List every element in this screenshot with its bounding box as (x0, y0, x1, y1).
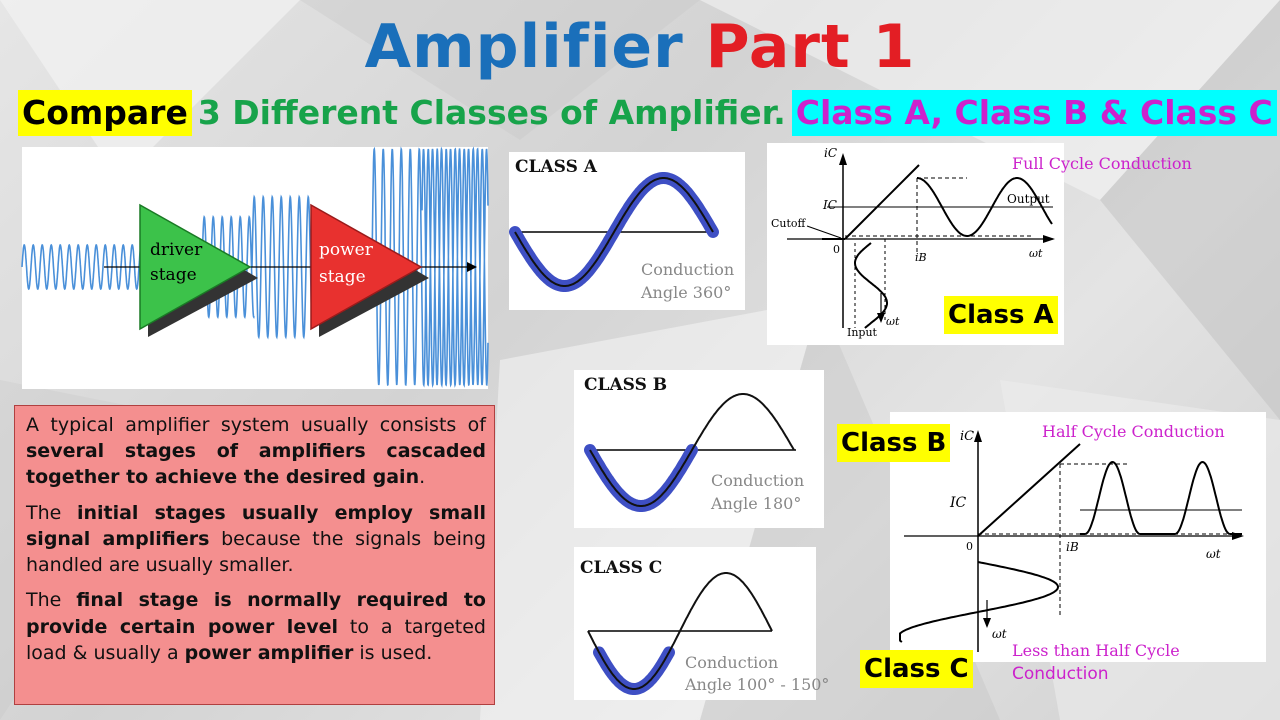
note-text: to a targeted load & usually a (26, 615, 486, 664)
class-a-conduction-label: Conduction (641, 260, 734, 279)
note-paragraph-3: The final stage is normally required to … (26, 587, 486, 666)
class-b-conduction-band (584, 444, 698, 512)
note-text: because the signals being handled are us… (26, 527, 487, 577)
wt-label: ωt (1029, 247, 1043, 260)
class-b-wave-panel: CLASS B Conduction Angle 180° (574, 370, 824, 528)
class-c-wave-panel: CLASS C Conduction Angle 100° - 150° (574, 547, 829, 700)
class-a-heading: CLASS A (515, 157, 598, 177)
class-a-transfer-graph: iC IC Cutoff 0 Output iB ωt ωt Input Ful… (771, 146, 1192, 339)
subtitle-compare: Compare (18, 90, 192, 136)
class-c-sine-wave (587, 572, 773, 690)
class-a-output-wave (917, 177, 1053, 237)
class-b-conduction-label: Conduction (711, 471, 804, 490)
note-text: The (26, 589, 77, 612)
class-b-wave-diagram: CLASS B Conduction Angle 180° (584, 375, 804, 513)
class-b-output-wave (1080, 460, 1242, 535)
driver-label-1: driver (150, 240, 203, 260)
class-a-sine-wave (514, 177, 714, 287)
note-text: . (419, 466, 426, 489)
class-c-input-wave (899, 561, 1059, 643)
half-cycle-caption: Half Cycle Conduction (1042, 422, 1225, 441)
Ic-level-label: IC (949, 495, 967, 511)
note-text: A typical amplifier system usually consi… (26, 414, 486, 436)
ib-label: iB (915, 251, 927, 264)
wt-input-label: ωt (992, 627, 1007, 641)
note-bold: several stages of amplifiers cascaded to… (26, 440, 486, 489)
power-output-wave (371, 146, 489, 389)
title-amplifier: Amplifier (364, 12, 684, 82)
power-stage-triangle (310, 203, 423, 331)
less-than-half-caption-2: Conduction (1012, 664, 1109, 684)
note-paragraph-1: A typical amplifier system usually consi… (26, 412, 486, 491)
class-c-heading: CLASS C (580, 558, 662, 578)
subtitle-middle: 3 Different Classes of Amplifier. (197, 93, 786, 132)
cascaded-stages-diagram: driver stage power stage (21, 146, 489, 389)
power-label-1: power (319, 240, 374, 260)
origin-label: 0 (833, 243, 840, 256)
note-text: is used. (353, 641, 433, 664)
class-bc-graph-panel: iC IC 0 iB ωt ωt Half Cycle Conduction L… (890, 412, 1266, 662)
class-c-wave-diagram: CLASS C Conduction Angle 100° - 150° (580, 558, 829, 695)
description-note: A typical amplifier system usually consi… (14, 405, 495, 705)
class-a-badge: Class A (944, 296, 1058, 334)
wt-label: ωt (1206, 547, 1221, 561)
cutoff-label: Cutoff (771, 217, 807, 230)
cascaded-stages-panel: driver stage power stage (21, 146, 489, 389)
input-signal-wave (21, 243, 143, 291)
driver-stage-triangle (139, 203, 252, 331)
class-bc-transfer-graph: iC IC 0 iB ωt ωt Half Cycle Conduction L… (899, 422, 1244, 660)
signal-arrow-icon (467, 262, 477, 272)
x-arrow-icon (1043, 235, 1055, 243)
class-a-wave-panel: CLASS A Conduction Angle 360° (509, 152, 745, 310)
class-b-badge: Class B (837, 424, 951, 462)
class-b-sine-wave (589, 393, 795, 507)
class-c-badge: Class C (860, 650, 973, 688)
origin-label: 0 (966, 540, 973, 553)
note-bold: final stage is normally required to prov… (26, 589, 486, 638)
class-b-heading: CLASS B (584, 375, 667, 395)
class-b-angle-label: Angle 180° (710, 494, 801, 513)
class-c-angle-label: Angle 100° - 150° (684, 675, 829, 694)
y-arrow-icon (839, 153, 847, 165)
note-bold: initial stages usually employ small sign… (26, 501, 486, 550)
ic-axis-label: iC (824, 146, 837, 160)
note-paragraph-2: The initial stages usually employ small … (26, 500, 486, 579)
input-label: Input (847, 326, 878, 339)
page-title: Amplifier Part 1 (0, 12, 1280, 82)
wt-input-label: ωt (886, 315, 900, 328)
note-bold: power amplifier (184, 641, 354, 664)
power-label-2: stage (319, 267, 366, 287)
full-cycle-caption: Full Cycle Conduction (1012, 154, 1192, 173)
class-c-conduction-label: Conduction (685, 653, 778, 672)
class-a-angle-label: Angle 360° (640, 283, 731, 302)
less-than-half-caption-1: Less than Half Cycle (1012, 641, 1180, 660)
output-label: Output (1007, 192, 1050, 206)
note-text: The (26, 501, 77, 524)
title-part: Part 1 (705, 12, 916, 82)
subtitle-classes: Class A, Class B & Class C (791, 90, 1277, 136)
ib-label: iB (1066, 540, 1079, 554)
class-a-wave-diagram: CLASS A Conduction Angle 360° (509, 157, 734, 302)
driver-label-2: stage (150, 265, 197, 285)
Ic-level-label: IC (822, 198, 837, 212)
ic-axis-label: iC (960, 429, 974, 444)
